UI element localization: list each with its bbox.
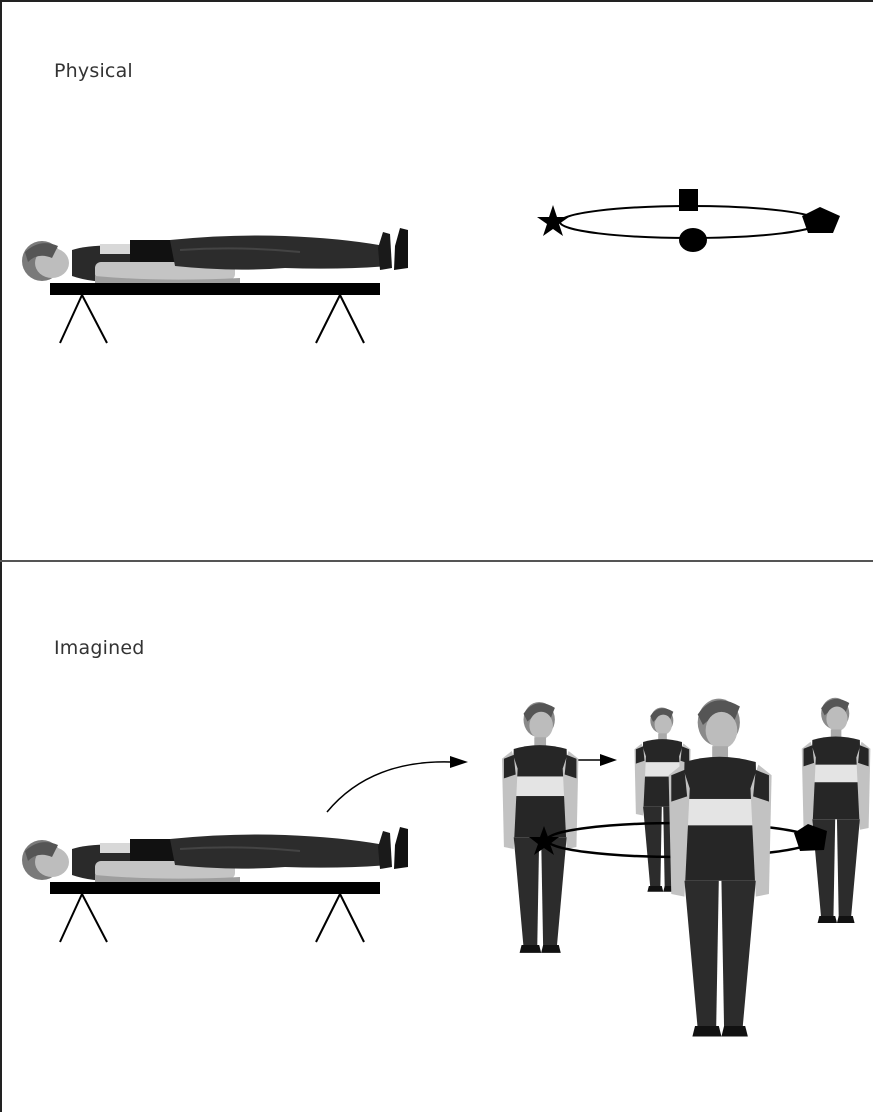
square-icon [679,189,698,211]
imagined-figure-right [802,698,871,923]
star-icon [537,205,569,236]
circle-icon [679,228,707,252]
physical-lying-person-on-bed [22,228,408,343]
imagined-lying-person-on-bed [22,827,408,942]
pentagon-icon [802,207,840,233]
imagined-figure-left [502,702,578,953]
physical-symbol-ring [537,189,840,252]
curved-arrow-icon [327,756,468,812]
